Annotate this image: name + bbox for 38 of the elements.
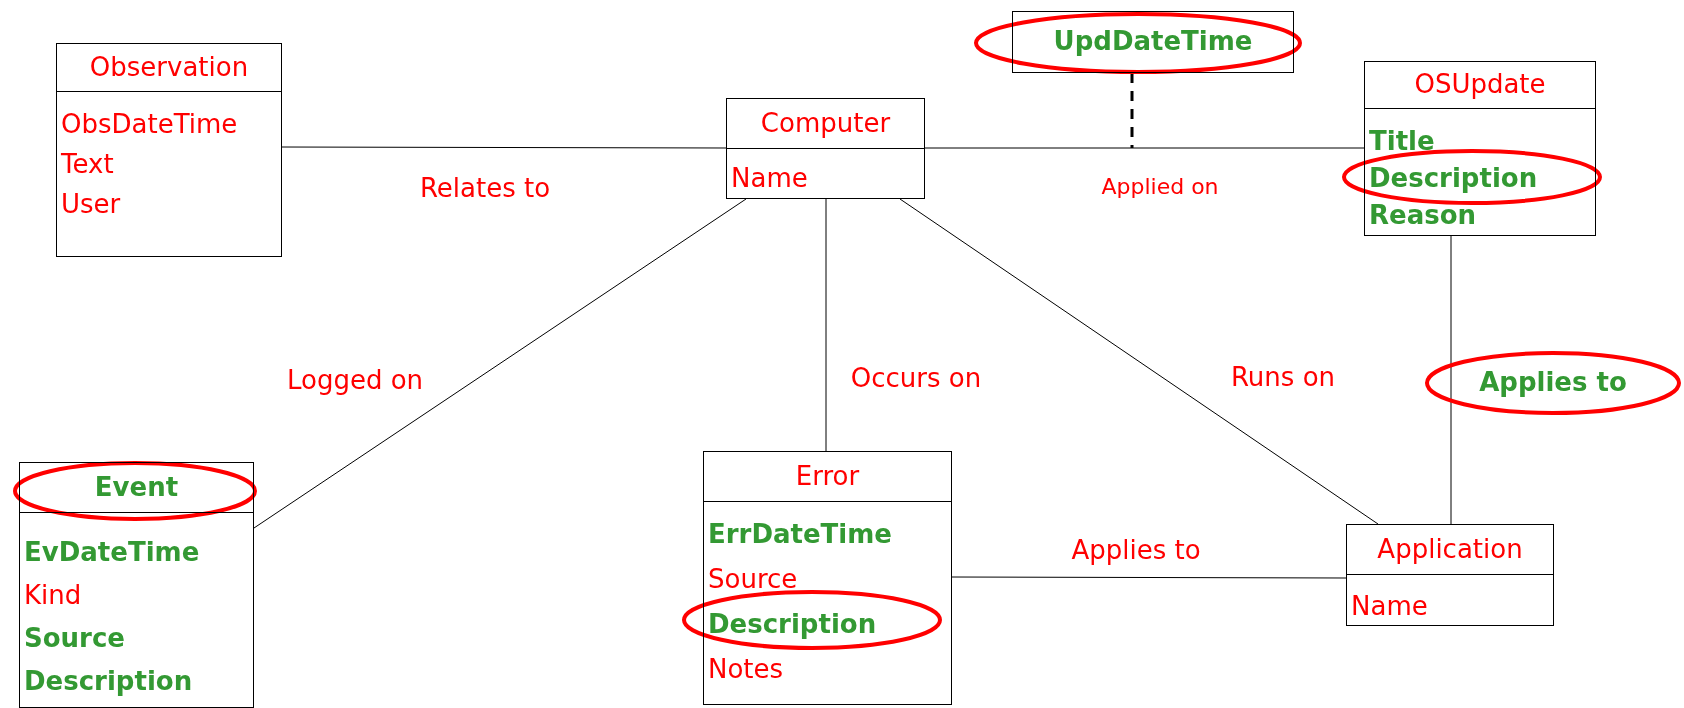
attribute-name: Description <box>708 608 877 641</box>
attribute-name: UpdDateTime <box>1053 27 1253 57</box>
dashed-connector <box>1130 73 1134 148</box>
attribute-name: ObsDateTime <box>61 108 238 141</box>
entity-name: OSUpdate <box>1414 70 1546 100</box>
attribute-name: Notes <box>708 653 784 686</box>
attribute-name: Name <box>1351 590 1428 623</box>
attribute-box <box>1012 11 1294 73</box>
attribute-name: Reason <box>1369 199 1477 232</box>
attribute-name: Kind <box>24 579 82 612</box>
attribute-name: Description <box>24 665 193 698</box>
entity-name: Observation <box>89 52 249 83</box>
entity-box <box>1346 524 1554 626</box>
attribute-name: EvDateTime <box>24 536 200 569</box>
connector-line <box>253 198 747 529</box>
attribute-name: Source <box>708 563 798 596</box>
attribute-name: Name <box>731 162 808 195</box>
entity-name: Event <box>94 472 179 503</box>
connector-line <box>899 198 1379 525</box>
connector-line <box>951 576 1347 579</box>
connector-line <box>281 146 727 149</box>
entity-name: Error <box>795 461 860 492</box>
connector-line <box>1450 235 1452 525</box>
entity-name: Application <box>1377 534 1523 565</box>
entity-name: Computer <box>760 108 891 139</box>
connector-line <box>924 147 1365 149</box>
attribute-name: Text <box>61 148 114 181</box>
entity-box <box>1364 61 1596 236</box>
entity-box <box>703 451 952 705</box>
connector-line <box>825 198 827 452</box>
attribute-name: Description <box>1369 162 1538 195</box>
entity-box <box>19 462 254 708</box>
attribute-name: Title <box>1369 125 1435 158</box>
attribute-name: User <box>61 188 121 221</box>
attribute-name: ErrDateTime <box>708 518 892 551</box>
attribute-name: Source <box>24 622 125 655</box>
entity-box <box>726 98 925 199</box>
entity-box <box>56 43 282 257</box>
